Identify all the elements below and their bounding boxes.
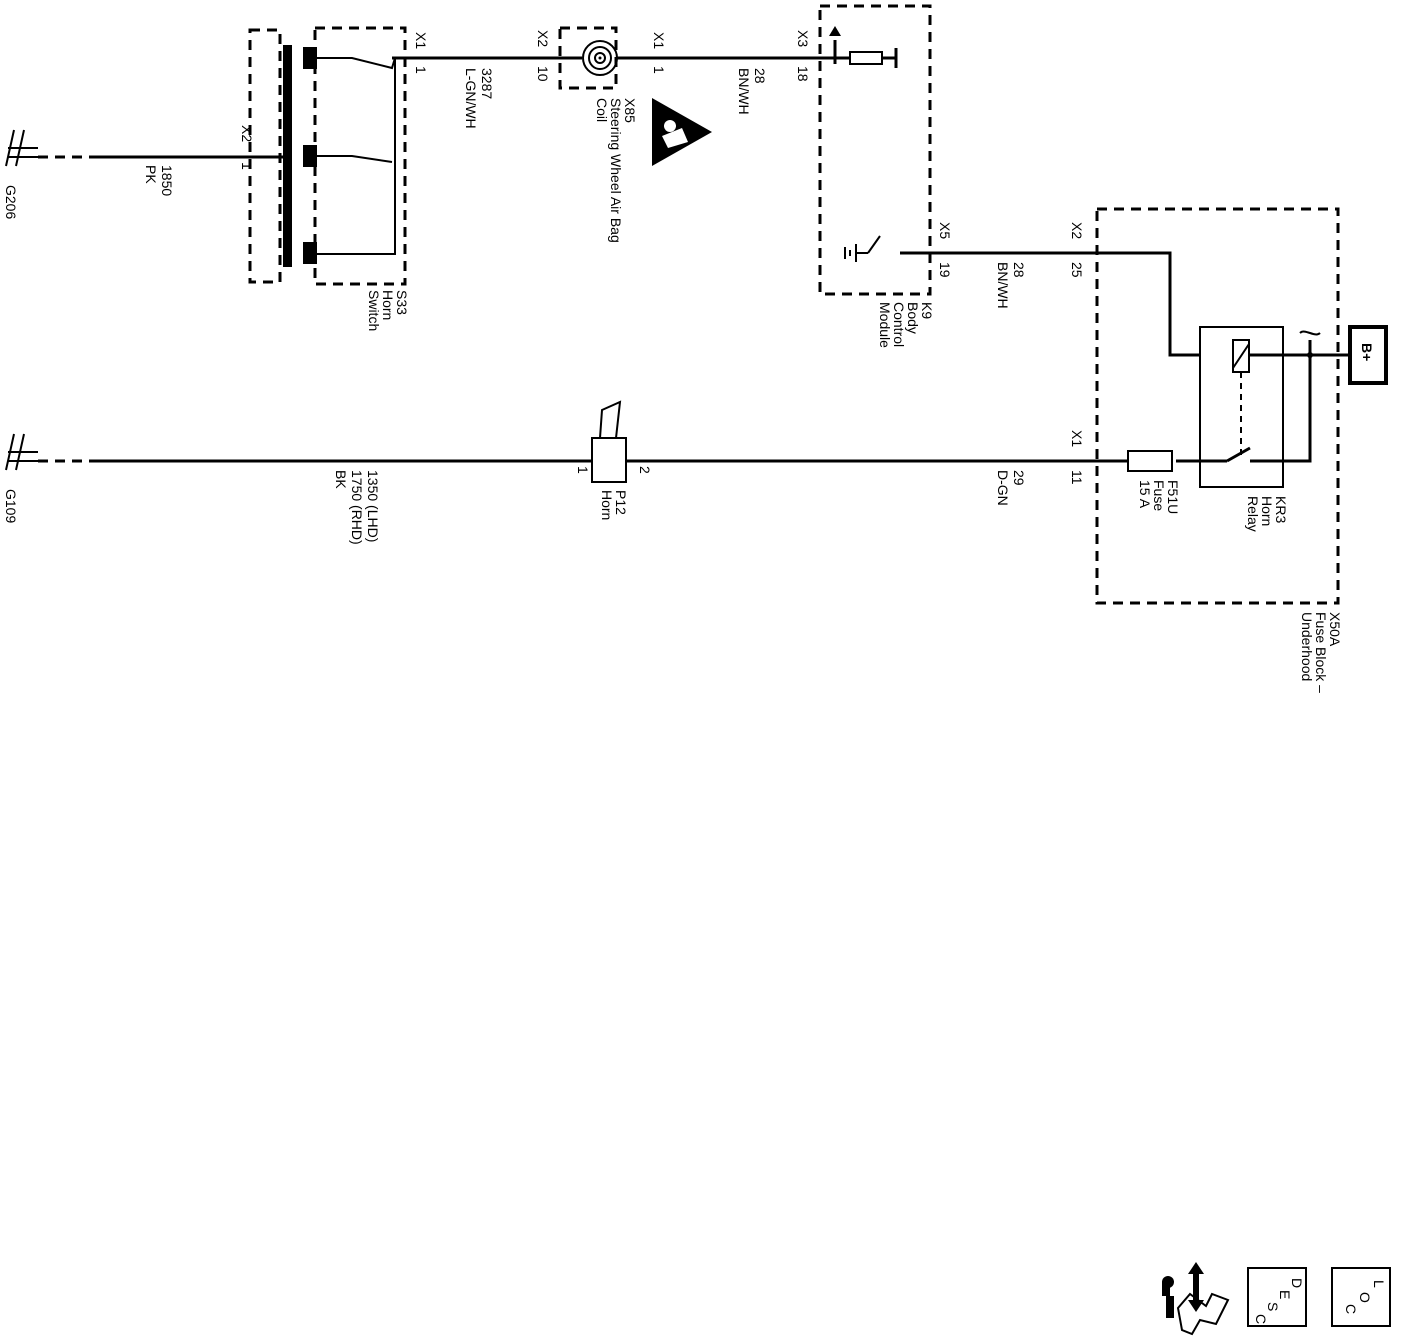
svg-text:18: 18 <box>795 66 811 82</box>
fuse-line1: Fuse <box>1151 480 1167 511</box>
bcm-line3: Module <box>877 302 893 348</box>
horn-relay-line2: Relay <box>1245 496 1261 532</box>
fuse-block-id: X50A <box>1327 612 1343 647</box>
airbag-coil-line2: Coil <box>594 98 610 122</box>
fuse-block-box <box>1095 207 1340 605</box>
ground-g109: G109 <box>3 433 38 523</box>
svg-text:29: 29 <box>1011 470 1027 486</box>
horn-pin2: 2 <box>637 466 653 474</box>
bcm-line2: Control <box>891 302 907 347</box>
svg-text:X1: X1 <box>651 32 667 49</box>
airbag-coil: X85 Steering Wheel Air Bag Coil <box>558 26 638 243</box>
airbag-warning-icon <box>652 98 712 166</box>
airbag-coil-line1: Steering Wheel Air Bag <box>608 98 624 243</box>
fuse-body <box>1127 450 1173 472</box>
connector-bcm-x3: X3 18 <box>795 30 811 82</box>
fuse-f51u: F51U Fuse 15 A <box>1127 450 1181 514</box>
wire-3287-label: 3287 L-GN/WH <box>463 68 495 129</box>
svg-text:28: 28 <box>1011 262 1027 278</box>
svg-text:X5: X5 <box>937 222 953 239</box>
connector-bcm-x5: X5 19 <box>937 222 953 278</box>
loc-button[interactable]: L O C <box>1331 1267 1391 1327</box>
wire-1350-label: 1350 (LHD) 1750 (RHD) BK <box>333 470 381 545</box>
ground-g109-label: G109 <box>3 489 19 523</box>
svg-text:D-GN: D-GN <box>995 470 1011 506</box>
airbag-coil-id: X85 <box>622 98 638 123</box>
connector-fb-x1: X1 11 <box>1069 430 1085 485</box>
svg-text:C: C <box>1253 1314 1269 1324</box>
desc-button[interactable]: D E S C <box>1247 1267 1307 1327</box>
horn-pin1: 1 <box>575 466 591 474</box>
svg-text:L: L <box>1371 1280 1387 1288</box>
ground-g206: G206 <box>3 129 38 219</box>
svg-text:X3: X3 <box>795 30 811 47</box>
svg-text:X2: X2 <box>535 30 551 47</box>
svg-text:BN/WH: BN/WH <box>995 262 1011 309</box>
svg-text:1: 1 <box>413 66 429 74</box>
fuse-block-underhood: X50A Fuse Block – Underhood <box>1095 207 1343 693</box>
bcm-line1: Body <box>905 302 921 334</box>
battery-positive: B+ <box>1348 325 1388 385</box>
svg-text:11: 11 <box>1069 470 1085 485</box>
wire-28-top-label: 28 BN/WH <box>736 68 768 115</box>
fuse-line2: 15 A <box>1137 480 1153 509</box>
svg-text:X1: X1 <box>1069 430 1085 447</box>
connector-coil-x1: X1 1 <box>651 32 667 74</box>
ground-g206-label: G206 <box>3 185 19 219</box>
horn-p12: 1 2 P12 Horn <box>575 400 653 520</box>
svg-text:X2: X2 <box>239 125 255 142</box>
connector-sw-x2: X2 1 <box>239 125 255 170</box>
svg-text:PK: PK <box>143 165 159 184</box>
clock-spring-bar <box>283 45 292 267</box>
svg-text:28: 28 <box>752 68 768 84</box>
horn-relay-id: KR3 <box>1273 496 1289 523</box>
svg-text:X2: X2 <box>1069 222 1085 239</box>
connector-fb-x2: X2 25 <box>1069 222 1085 278</box>
fuse-block-line2: Underhood <box>1299 612 1315 681</box>
connector-sw-x1: X1 1 <box>413 32 429 74</box>
horn-switch: S33 Horn Switch <box>303 26 410 331</box>
connector-coil-x2: X2 10 <box>535 30 551 82</box>
wire-1850-label: 1850 PK <box>143 165 175 196</box>
horn-id: P12 <box>613 490 629 515</box>
wire-28-mid-label: 28 BN/WH <box>995 262 1027 309</box>
svg-text:1: 1 <box>651 66 667 74</box>
horn-line1: Horn <box>599 490 615 520</box>
wire-29-label: 29 D-GN <box>995 470 1027 506</box>
svg-text:3287: 3287 <box>479 68 495 99</box>
svg-text:19: 19 <box>937 262 953 278</box>
svg-text:E: E <box>1277 1290 1293 1299</box>
svg-text:S: S <box>1265 1302 1281 1311</box>
svg-text:D: D <box>1289 1278 1305 1288</box>
svg-text:10: 10 <box>535 66 551 82</box>
fuse-block-line1: Fuse Block – <box>1313 612 1329 693</box>
battery-label: B+ <box>1359 343 1375 361</box>
svg-text:BN/WH: BN/WH <box>736 68 752 115</box>
horn-switch-line2: Switch <box>366 290 382 331</box>
horn-relay-line1: Horn <box>1259 496 1275 526</box>
body-control-module: K9 Body Control Module <box>818 4 940 348</box>
svg-text:O: O <box>1357 1292 1373 1303</box>
svg-text:1850: 1850 <box>159 165 175 196</box>
svg-text:1750 (RHD): 1750 (RHD) <box>349 470 365 545</box>
svg-text:1: 1 <box>239 162 255 170</box>
svg-text:BK: BK <box>333 470 349 489</box>
horn-switch-line1: Horn <box>380 290 396 320</box>
horn-body <box>591 437 627 483</box>
svg-text:C: C <box>1343 1304 1359 1314</box>
svg-text:L-GN/WH: L-GN/WH <box>463 68 479 129</box>
horn-switch-id: S33 <box>394 290 410 315</box>
bcm-box <box>818 4 932 296</box>
svg-text:1350 (LHD): 1350 (LHD) <box>365 470 381 542</box>
svg-text:25: 25 <box>1069 262 1085 278</box>
steering-column-box <box>248 28 282 284</box>
service-info-icon[interactable] <box>1162 1262 1230 1336</box>
horn-relay: KR3 Horn Relay <box>1176 326 1350 532</box>
battery-box <box>1348 325 1388 385</box>
bcm-id: K9 <box>919 302 935 319</box>
svg-text:X1: X1 <box>413 32 429 49</box>
fuse-id: F51U <box>1165 480 1181 514</box>
